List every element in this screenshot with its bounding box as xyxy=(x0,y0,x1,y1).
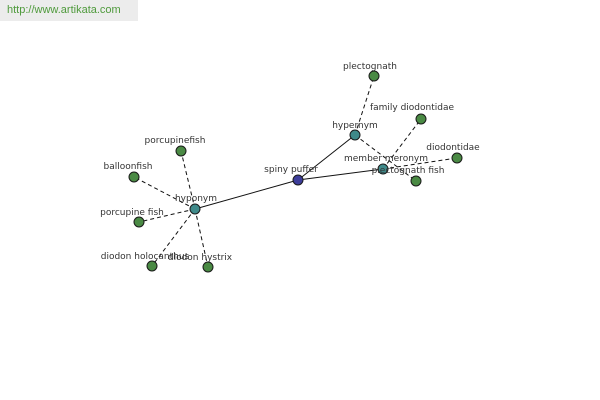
edge-member-meronym-to-diodontidae xyxy=(382,157,458,170)
node-label-plectognath[interactable]: plectognath xyxy=(343,62,397,72)
site-url-link[interactable]: http://www.artikata.com xyxy=(7,4,121,16)
edge-hyponym-to-porcupine-fish xyxy=(138,208,196,223)
edge-hyponym-to-diodon-holocanthus xyxy=(151,208,196,267)
node-plectognath-fish[interactable] xyxy=(410,175,422,187)
edges-layer xyxy=(133,75,458,268)
node-balloonfish[interactable] xyxy=(128,171,140,183)
node-hyponym[interactable] xyxy=(189,203,201,215)
node-diodon-holocanthus[interactable] xyxy=(146,260,158,272)
node-diodontidae[interactable] xyxy=(451,152,463,164)
edge-hyponym-to-balloonfish xyxy=(133,176,196,210)
node-label-hypernym[interactable]: hypernym xyxy=(332,121,378,131)
node-label-family-diodontidae[interactable]: family diodontidae xyxy=(370,103,455,113)
node-spiny-puffer[interactable] xyxy=(292,174,304,186)
node-label-hyponym[interactable]: hyponym xyxy=(175,194,217,204)
node-label-diodon-holocanthus[interactable]: diodon holocanthus xyxy=(101,252,190,262)
node-label-spiny-puffer[interactable]: spiny puffer xyxy=(264,165,318,175)
node-label-diodon-hystrix[interactable]: diodon hystrix xyxy=(168,253,233,263)
node-label-porcupine-fish[interactable]: porcupine fish xyxy=(100,208,164,218)
node-porcupinefish[interactable] xyxy=(175,145,187,157)
edge-hyponym-to-diodon-hystrix xyxy=(194,208,209,268)
edge-hypernym-to-plectognath-fish xyxy=(354,134,417,182)
nodes-layer xyxy=(128,70,463,273)
edge-spiny-puffer-to-hyponym xyxy=(194,179,299,210)
node-diodon-hystrix[interactable] xyxy=(202,261,214,273)
node-label-member-meronym[interactable]: member meronym xyxy=(344,154,428,164)
edge-spiny-puffer-to-hypernym xyxy=(297,134,356,181)
node-porcupine-fish[interactable] xyxy=(133,216,145,228)
site-banner: http://www.artikata.com xyxy=(0,0,138,21)
node-hypernym[interactable] xyxy=(349,129,361,141)
node-label-diodontidae[interactable]: diodontidae xyxy=(426,143,480,153)
edge-hyponym-to-porcupinefish xyxy=(180,150,196,210)
edge-hypernym-to-plectognath xyxy=(354,75,375,136)
node-label-porcupinefish[interactable]: porcupinefish xyxy=(145,136,206,146)
node-member-meronym[interactable] xyxy=(377,163,389,175)
edge-member-meronym-to-family-diodontidae xyxy=(382,118,422,170)
edge-spiny-puffer-to-member-meronym xyxy=(297,168,384,181)
node-plectognath[interactable] xyxy=(368,70,380,82)
node-family-diodontidae[interactable] xyxy=(415,113,427,125)
node-label-plectognath-fish[interactable]: plectognath fish xyxy=(372,166,445,176)
labels-layer: spiny puffer hyponym hypernym member merony… xyxy=(100,62,480,263)
node-label-balloonfish[interactable]: balloonfish xyxy=(103,162,152,172)
